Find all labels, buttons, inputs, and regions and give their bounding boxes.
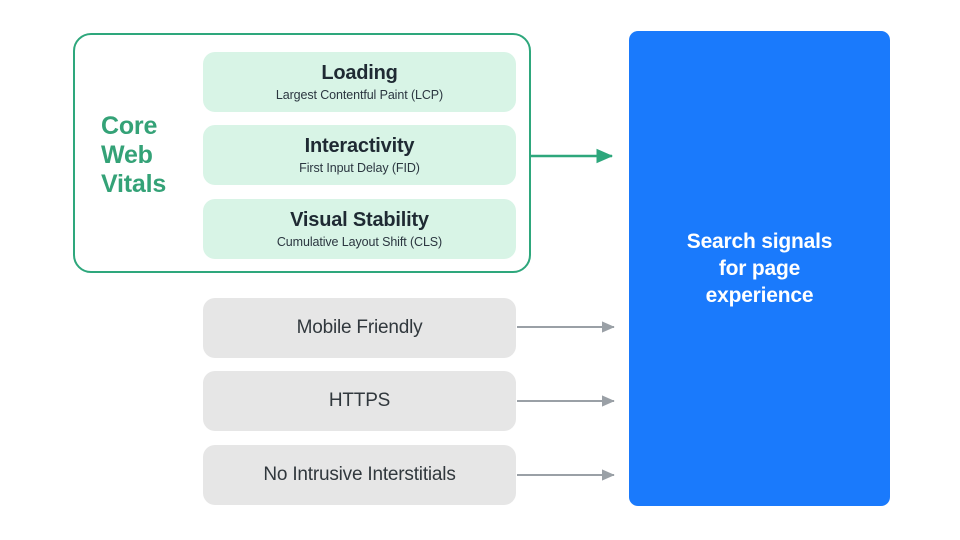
metric-subtitle-loading: Largest Contentful Paint (LCP) [275,87,444,102]
signal-label-https: HTTPS [328,390,391,411]
metric-card-loading[interactable]: Loading Largest Contentful Paint (LCP) [203,52,516,112]
core-web-vitals-label: Core Web Vitals [101,112,167,198]
signal-box-mobile-friendly[interactable]: Mobile Friendly [203,298,516,358]
signal-box-no-intrusive-interstitials[interactable]: No Intrusive Interstitials [203,445,516,505]
metric-card-visual-stability[interactable]: Visual Stability Cumulative Layout Shift… [203,199,516,259]
metric-title-visual-stability: Visual Stability [290,208,429,231]
metric-subtitle-visual-stability: Cumulative Layout Shift (CLS) [276,234,443,249]
metric-subtitle-interactivity: First Input Delay (FID) [299,160,420,175]
search-signals-panel-text: Search signals for page experience [686,230,833,307]
metric-card-interactivity[interactable]: Interactivity First Input Delay (FID) [203,125,516,185]
metric-title-loading: Loading [321,61,398,84]
metric-title-interactivity: Interactivity [304,134,415,157]
signal-label-no-intrusive-interstitials: No Intrusive Interstitials [263,464,456,485]
signal-box-https[interactable]: HTTPS [203,371,516,431]
core-web-vitals-group [73,33,531,273]
signal-label-mobile-friendly: Mobile Friendly [296,317,423,338]
search-signals-panel[interactable]: Search signals for page experience [629,31,890,506]
